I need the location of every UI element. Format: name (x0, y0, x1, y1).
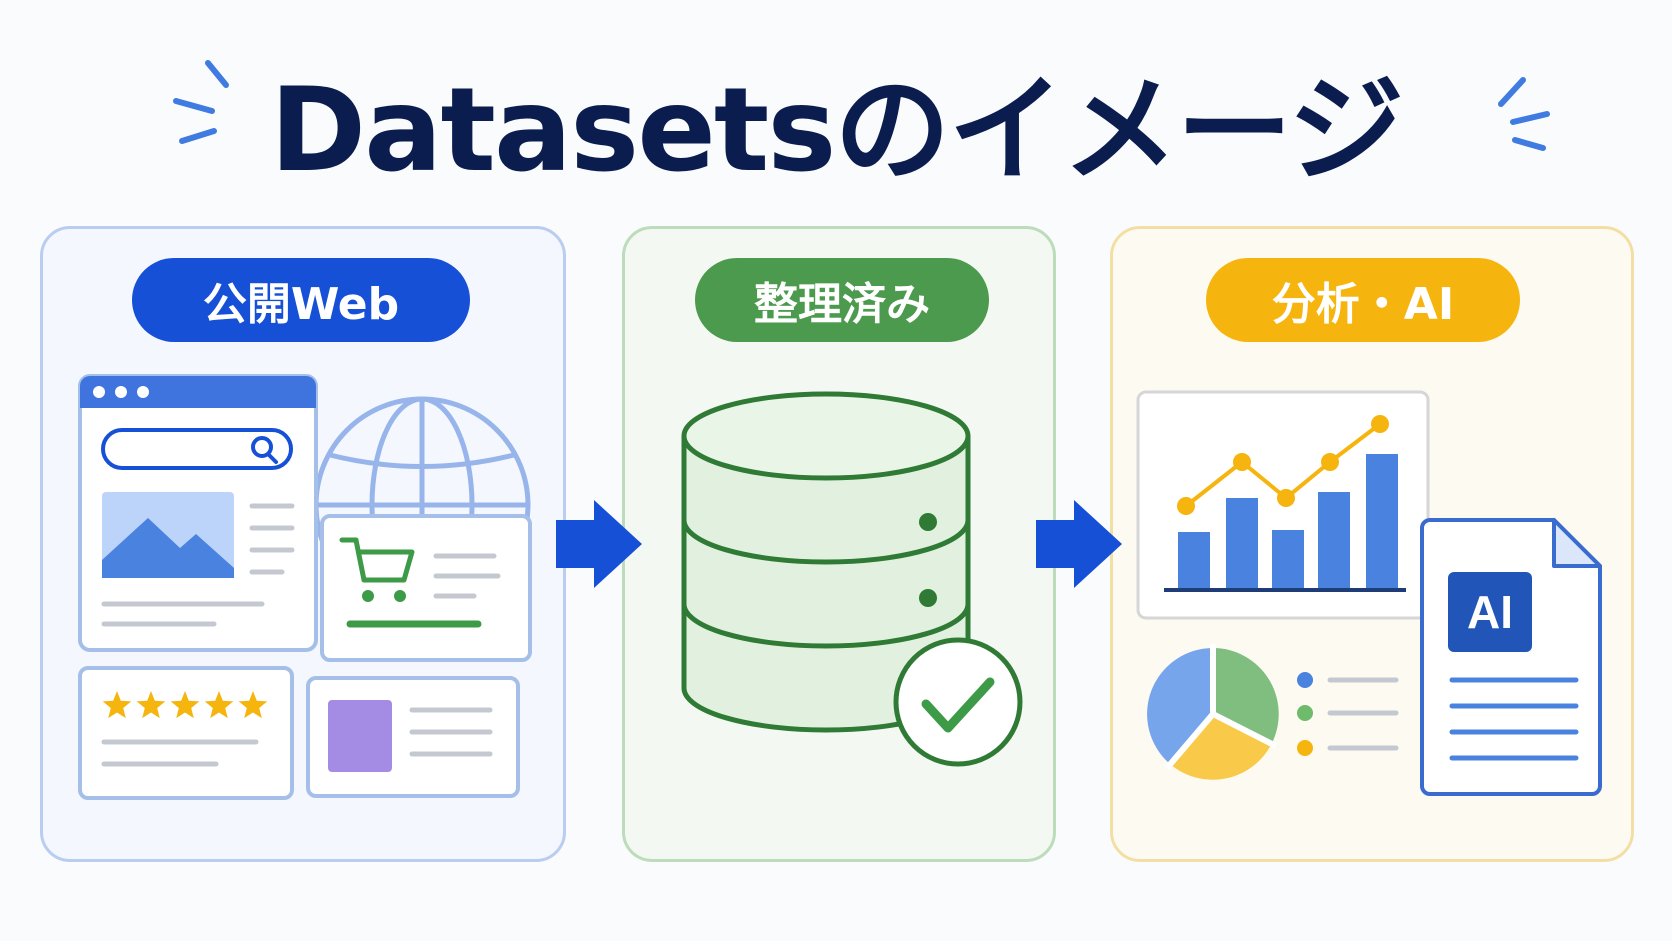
database-icon (681, 391, 971, 733)
star-icon (102, 691, 132, 719)
content-card (306, 676, 520, 798)
label-analysis-ai: 分析・AI (1206, 258, 1520, 342)
bar-line-chart-icon (1136, 390, 1430, 620)
star-icon (170, 691, 200, 719)
page-title: Datasetsのイメージ (269, 63, 1404, 198)
check-circle-icon (893, 637, 1023, 767)
star-icon (238, 691, 268, 719)
burst-right-icon (1498, 77, 1550, 151)
ai-document-icon (1420, 518, 1602, 796)
pie-chart-icon (1147, 644, 1279, 780)
star-icon (136, 691, 166, 719)
burst-left-icon (173, 60, 229, 144)
shopping-cart-icon (339, 537, 415, 583)
star-icon (204, 691, 234, 719)
ai-badge-label: AI (1467, 586, 1513, 638)
review-card (78, 666, 294, 800)
image-placeholder-icon (102, 492, 234, 578)
rating-stars (102, 691, 268, 719)
shopping-card (320, 514, 532, 662)
arrow-right-icon (1036, 500, 1122, 588)
label-organized: 整理済み (695, 258, 989, 342)
label-public-web: 公開Web (132, 258, 470, 342)
browser-window-icon (78, 374, 318, 652)
arrow-right-icon (556, 500, 642, 588)
legend-icon (1297, 672, 1399, 756)
search-icon (251, 436, 278, 464)
